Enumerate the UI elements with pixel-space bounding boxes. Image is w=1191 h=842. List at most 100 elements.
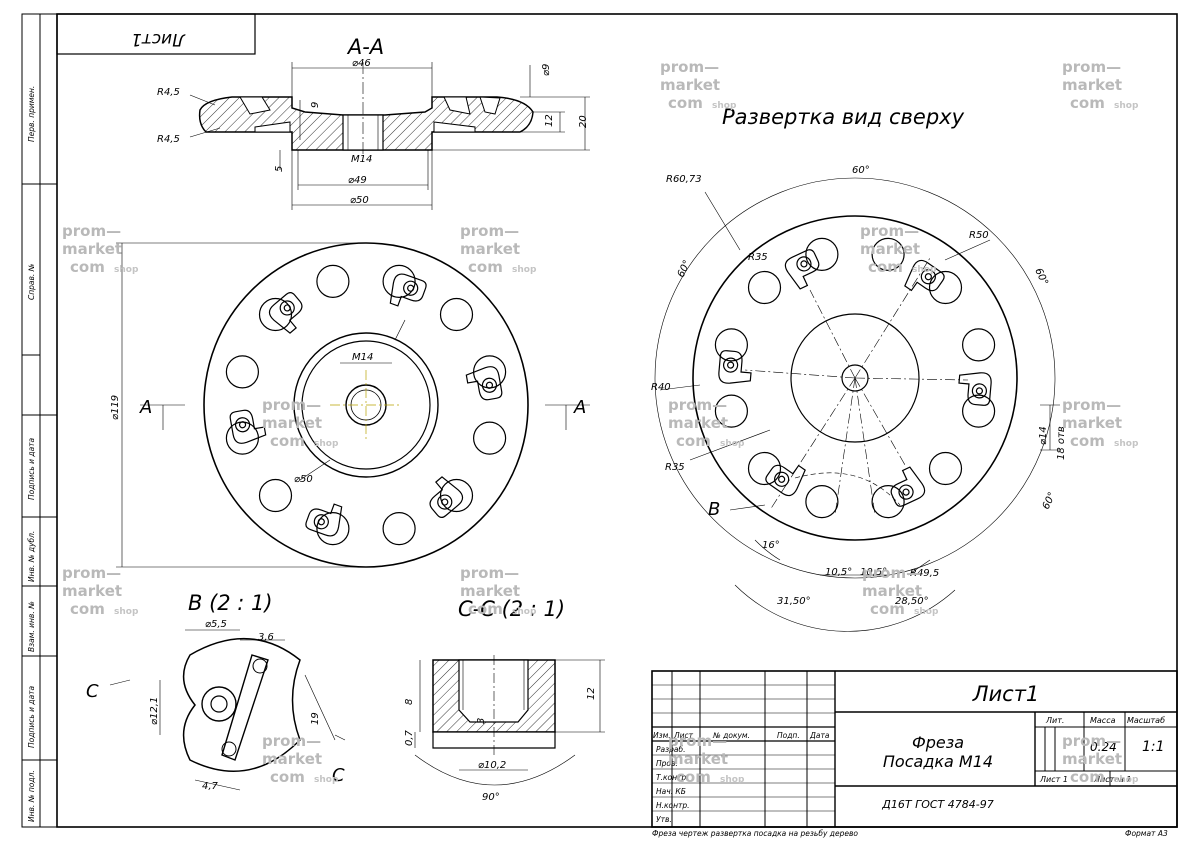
watermark-suffix: shop bbox=[314, 775, 339, 785]
side-label: Подпись и дата bbox=[27, 685, 36, 748]
watermark-line: market bbox=[460, 582, 520, 600]
hole bbox=[473, 421, 507, 455]
dim-d9: ⌀9 bbox=[541, 64, 552, 76]
watermark-line: com bbox=[668, 94, 703, 112]
title-row-label: Т.контр. bbox=[656, 773, 689, 782]
cutter-slot bbox=[389, 273, 427, 307]
watermark-line: market bbox=[262, 750, 322, 768]
cutter-slot bbox=[429, 476, 464, 518]
hole bbox=[714, 394, 749, 428]
cutter-slot bbox=[229, 409, 267, 444]
watermark-line: prom— bbox=[62, 222, 121, 240]
watermark-line: prom— bbox=[460, 564, 519, 582]
detail-b-marker: В bbox=[708, 499, 720, 520]
hole bbox=[316, 264, 350, 298]
dim-top-m14: M14 bbox=[352, 352, 373, 363]
cut-c-left: С bbox=[86, 681, 99, 702]
hole bbox=[928, 451, 963, 486]
watermark-suffix: shop bbox=[512, 265, 537, 275]
title-sheets-label: Листов 1 bbox=[1093, 775, 1132, 784]
cutter-slot bbox=[904, 259, 945, 292]
dim-8: 8 bbox=[404, 699, 415, 705]
dim-top-d50: ⌀50 bbox=[294, 474, 313, 485]
hole bbox=[747, 270, 782, 305]
development-title: Развертка вид сверху bbox=[722, 105, 965, 129]
dim-60-top: 60° bbox=[852, 165, 870, 176]
stamp-title: Лист1 bbox=[131, 29, 186, 49]
hole bbox=[805, 485, 839, 519]
title-designation-1: Фреза bbox=[912, 733, 964, 752]
dim-d119: ⌀119 bbox=[110, 395, 121, 420]
title-designation-2: Посадка М14 bbox=[883, 752, 993, 771]
hole bbox=[871, 237, 905, 271]
development-view: Развертка вид сверху bbox=[651, 105, 1067, 632]
section-cc-view: С-С (2 : 1) 8 12 3 0,7 ⌀10,2 90° bbox=[404, 597, 605, 803]
dim-d14: ⌀14 bbox=[1038, 426, 1049, 445]
watermark-line: market bbox=[668, 750, 728, 768]
hole bbox=[871, 485, 905, 519]
title-row-label: Утв. bbox=[656, 815, 672, 824]
title-mass-label: Масса bbox=[1090, 716, 1116, 725]
title-sheet-label: Лист 1 bbox=[1039, 775, 1068, 784]
watermark-line: prom— bbox=[1062, 396, 1121, 414]
dim-m14: M14 bbox=[351, 154, 372, 165]
development-holes bbox=[714, 237, 996, 519]
cutter-slot bbox=[465, 366, 503, 401]
watermark-line: com bbox=[1070, 94, 1105, 112]
title-col-doc: № докум. bbox=[712, 731, 750, 740]
dim-5: 5 bbox=[274, 166, 285, 172]
watermark-line: prom— bbox=[262, 732, 321, 750]
dim-d50: ⌀50 bbox=[350, 195, 369, 206]
footer-right: Формат А3 bbox=[1125, 829, 1168, 838]
hole bbox=[316, 511, 350, 546]
title-col-sign: Подп. bbox=[777, 731, 800, 740]
title-block-text: Лист1 Фреза Посадка М14 Д16Т ГОСТ 4784-9… bbox=[653, 682, 1165, 824]
title-lit-label: Лит. bbox=[1045, 716, 1064, 725]
dim-d55: ⌀5,5 bbox=[205, 619, 227, 630]
dim-105-right: 10,5° bbox=[860, 567, 887, 578]
watermark-line: com bbox=[676, 768, 711, 786]
watermark-line: com bbox=[70, 258, 105, 276]
top-view: ⌀119 M14 ⌀50 А А bbox=[110, 242, 590, 568]
dim-cc-12: 12 bbox=[586, 687, 597, 700]
watermark-line: com bbox=[70, 600, 105, 618]
title-row-label: Пров. bbox=[656, 759, 678, 768]
cutter-slot bbox=[268, 292, 303, 334]
dim-r40: R40 bbox=[651, 382, 671, 393]
watermark-suffix: shop bbox=[914, 607, 939, 617]
cutter-slot bbox=[958, 372, 992, 406]
sheet-frame bbox=[21, 13, 1178, 828]
watermark-line: market bbox=[62, 582, 122, 600]
hole bbox=[961, 328, 996, 362]
dim-60-right: 60° bbox=[1032, 267, 1049, 288]
watermark-suffix: shop bbox=[1114, 775, 1139, 785]
section-aa-title: А-А bbox=[346, 35, 384, 59]
watermark-line: market bbox=[660, 76, 720, 94]
detail-b-view: В (2 : 1) ⌀5,5 3,6 ⌀12,1 19 4,7 С С bbox=[86, 591, 346, 792]
title-mass-value: 0.24 bbox=[1090, 740, 1117, 754]
cut-label-a-left: А bbox=[139, 397, 152, 418]
watermark-suffix: shop bbox=[314, 439, 339, 449]
title-scale-value: 1:1 bbox=[1142, 739, 1165, 755]
watermark-suffix: shop bbox=[720, 439, 745, 449]
dim-d121: ⌀12,1 bbox=[149, 697, 160, 725]
watermark-line: prom— bbox=[262, 396, 321, 414]
title-col-izm: Изм. bbox=[653, 731, 671, 740]
watermark-line: prom— bbox=[460, 222, 519, 240]
watermark-line: market bbox=[860, 240, 920, 258]
dim-d46: ⌀46 bbox=[352, 58, 371, 69]
hole bbox=[714, 328, 749, 362]
dim-r50: R50 bbox=[969, 230, 989, 241]
hole bbox=[747, 451, 782, 486]
dim-3150: 31,50° bbox=[777, 596, 811, 607]
dim-3: 3 bbox=[476, 718, 487, 724]
